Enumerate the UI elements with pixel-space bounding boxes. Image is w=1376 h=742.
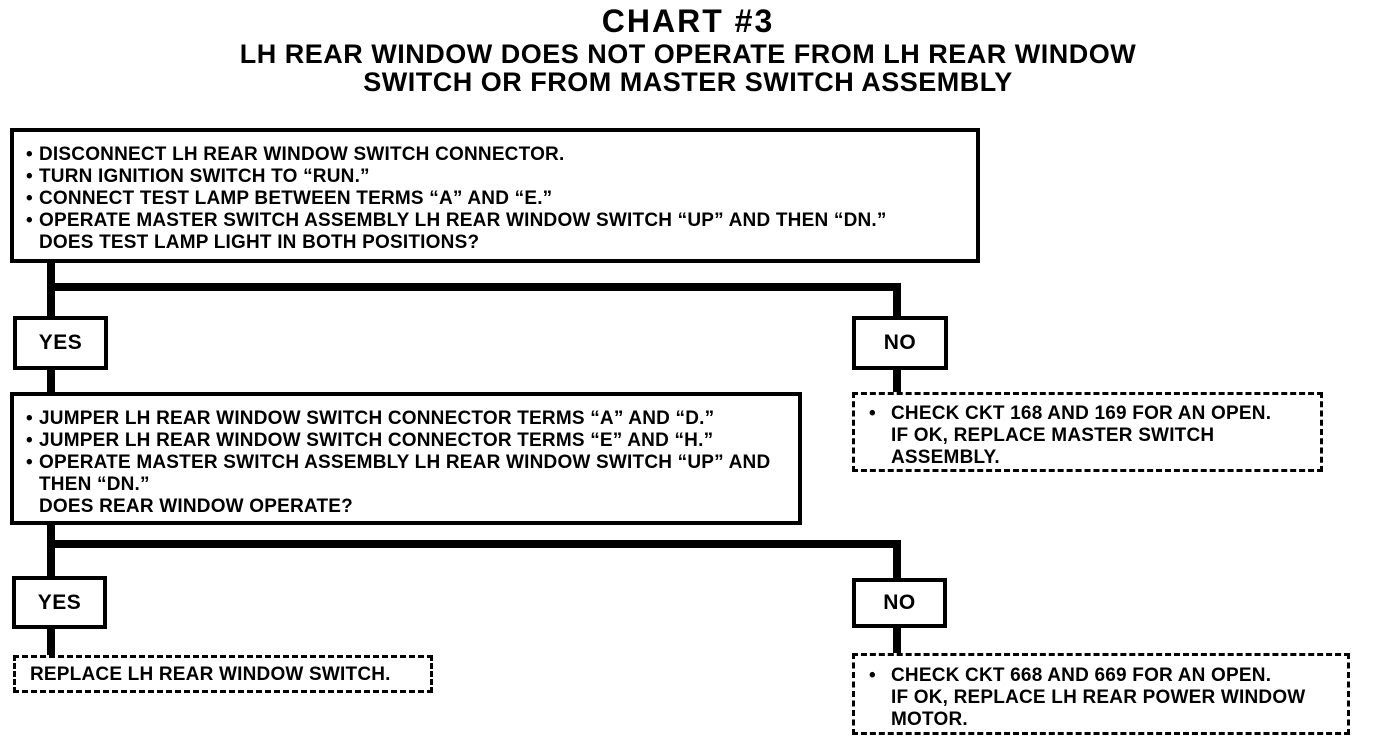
chart-title-block: CHART #3 LH REAR WINDOW DOES NOT OPERATE… bbox=[0, 0, 1376, 96]
step2-procedure-box: • JUMPER LH REAR WINDOW SWITCH CONNECTOR… bbox=[10, 392, 802, 525]
connector-line bbox=[893, 540, 901, 580]
bullet-icon: • bbox=[26, 166, 33, 187]
step1-procedure-box: • DISCONNECT LH REAR WINDOW SWITCH CONNE… bbox=[10, 128, 980, 263]
step2-bullet-1: • JUMPER LH REAR WINDOW SWITCH CONNECTOR… bbox=[26, 408, 715, 429]
connector-line bbox=[893, 283, 901, 319]
bullet-icon: • bbox=[26, 430, 33, 451]
bullet-icon: • bbox=[26, 188, 33, 209]
bullet-icon: • bbox=[26, 144, 33, 165]
step2-bullet-2: • JUMPER LH REAR WINDOW SWITCH CONNECTOR… bbox=[26, 430, 714, 451]
bullet-icon: • bbox=[869, 403, 876, 424]
chart-number: CHART #3 bbox=[601, 3, 775, 39]
step1-bullet-2: • TURN IGNITION SWITCH TO “RUN.” bbox=[26, 166, 370, 187]
bullet-icon: • bbox=[26, 210, 33, 231]
connector-line bbox=[47, 522, 55, 578]
chart-title-line-2: SWITCH OR FROM MASTER SWITCH ASSEMBLY bbox=[363, 67, 1013, 97]
result2-no-action-box: • CHECK CKT 668 AND 669 FOR AN OPEN. IF … bbox=[852, 653, 1350, 735]
bullet-icon: • bbox=[26, 408, 33, 429]
connector-line bbox=[893, 626, 901, 655]
connector-line bbox=[893, 368, 901, 394]
step2-question: DOES REAR WINDOW OPERATE? bbox=[39, 496, 353, 517]
decision2-yes-box: YES bbox=[12, 576, 107, 629]
step1-bullet-4: • OPERATE MASTER SWITCH ASSEMBLY LH REAR… bbox=[26, 210, 887, 231]
step2-bullet-3: • OPERATE MASTER SWITCH ASSEMBLY LH REAR… bbox=[26, 452, 771, 495]
result1-no-action-box: • CHECK CKT 168 AND 169 FOR AN OPEN. IF … bbox=[852, 392, 1323, 472]
bullet-icon: • bbox=[869, 665, 876, 686]
step1-bullet-3: • CONNECT TEST LAMP BETWEEN TERMS “A” AN… bbox=[26, 188, 553, 209]
decision2-no-box: NO bbox=[852, 578, 947, 628]
result2-yes-action-box: REPLACE LH REAR WINDOW SWITCH. bbox=[13, 655, 433, 693]
connector-line bbox=[47, 627, 55, 657]
connector-line bbox=[47, 283, 901, 291]
step1-bullet-1: • DISCONNECT LH REAR WINDOW SWITCH CONNE… bbox=[26, 144, 565, 165]
step1-question: DOES TEST LAMP LIGHT IN BOTH POSITIONS? bbox=[39, 232, 480, 253]
decision1-yes-box: YES bbox=[13, 316, 108, 370]
chart-title-line-1: LH REAR WINDOW DOES NOT OPERATE FROM LH … bbox=[239, 39, 1137, 69]
decision1-no-box: NO bbox=[852, 316, 948, 370]
bullet-icon: • bbox=[26, 452, 33, 473]
connector-line bbox=[47, 368, 55, 394]
connector-line bbox=[47, 540, 901, 548]
